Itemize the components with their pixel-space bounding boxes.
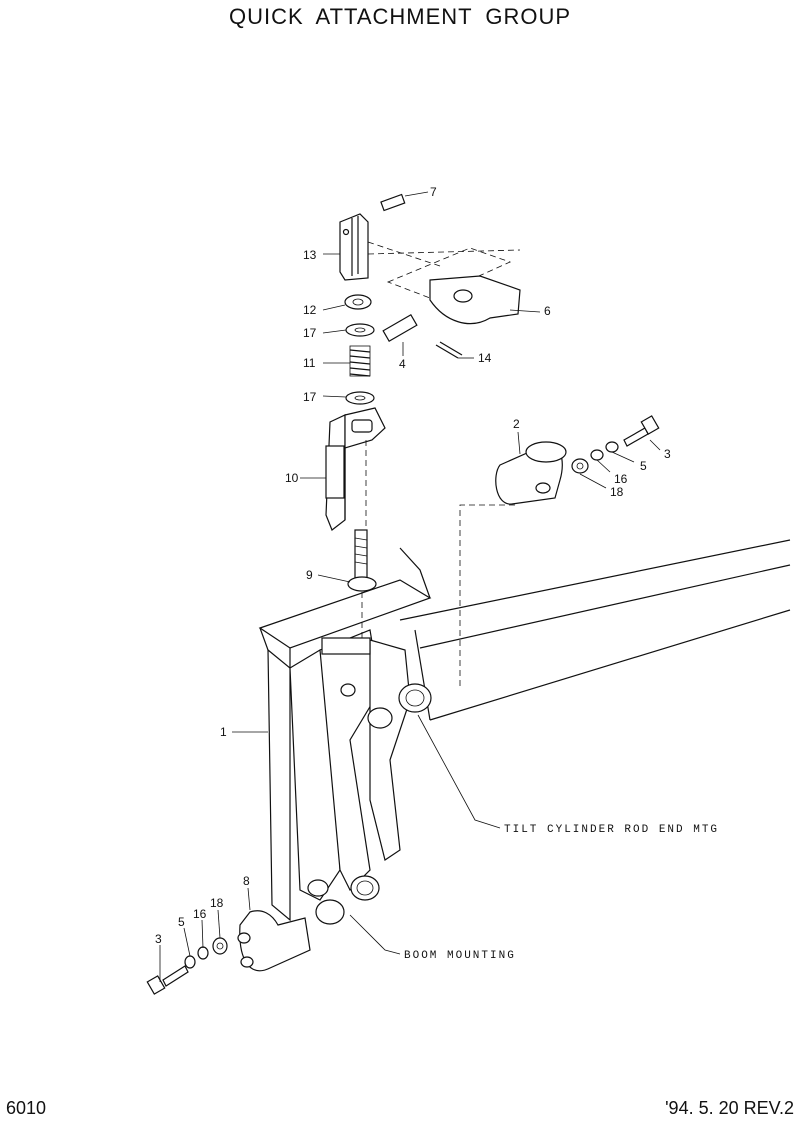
callout-18-right: 18 <box>610 485 624 499</box>
callout-11: 11 <box>303 356 316 370</box>
callout-4: 4 <box>399 357 406 371</box>
callout-1: 1 <box>220 725 227 739</box>
page-title: QUICK ATTACHMENT GROUP <box>228 4 572 29</box>
part-17-washer-b <box>345 391 375 405</box>
callout-16-right: 16 <box>614 472 628 486</box>
callout-8: 8 <box>243 874 250 888</box>
note-boom-mounting: BOOM MOUNTING <box>404 950 516 962</box>
callout-3-right: 3 <box>664 447 671 461</box>
part-10-lock-plate <box>325 407 386 531</box>
part-12-nut <box>344 294 372 310</box>
callout-17-b: 17 <box>303 390 317 404</box>
part-17-washer-a <box>345 323 375 337</box>
part-16-washer-right <box>590 449 604 461</box>
part-7-pin <box>380 193 406 212</box>
callout-13: 13 <box>303 248 317 262</box>
callout-7: 7 <box>430 185 437 199</box>
part-6-latch <box>429 275 521 325</box>
callout-2: 2 <box>513 417 520 431</box>
callout-10: 10 <box>285 471 299 485</box>
callout-3-left: 3 <box>155 932 162 946</box>
callout-9: 9 <box>306 568 313 582</box>
attachment-frame <box>258 547 432 925</box>
revision-date: '94. 5. 20 REV.2 <box>665 1098 794 1118</box>
part-3-bolt-left <box>146 965 189 995</box>
callout-16-left: 16 <box>193 907 207 921</box>
part-16-washer-left <box>197 946 209 960</box>
callout-labels: 7 13 6 12 17 4 14 11 17 2 3 5 16 18 10 9… <box>155 185 671 946</box>
part-5-nut-left <box>184 955 196 969</box>
part-8-pin-assembly <box>237 910 311 972</box>
callout-14: 14 <box>478 351 492 365</box>
note-tilt-cylinder: TILT CYLINDER ROD END MTG <box>504 824 719 836</box>
part-11-spring <box>349 345 371 377</box>
part-5-nut-right <box>605 441 619 453</box>
part-2-pin-assembly <box>495 441 567 505</box>
part-4-pin <box>382 313 418 343</box>
callout-5-left: 5 <box>178 915 185 929</box>
part-9-bolt <box>347 529 377 592</box>
part-14-roll-pin <box>435 341 463 359</box>
page-number: 6010 <box>6 1098 47 1118</box>
part-18-washer-right <box>571 458 589 474</box>
callout-6: 6 <box>544 304 551 318</box>
callout-5-right: 5 <box>640 459 647 473</box>
callout-12: 12 <box>303 303 317 317</box>
leader-lines <box>159 191 661 982</box>
part-13-block <box>339 213 369 281</box>
callout-17-a: 17 <box>303 326 317 340</box>
part-3-bolt-right <box>623 415 660 447</box>
callout-18-left: 18 <box>210 896 224 910</box>
part-18-washer-left <box>212 937 228 955</box>
boom-beam <box>399 539 791 721</box>
